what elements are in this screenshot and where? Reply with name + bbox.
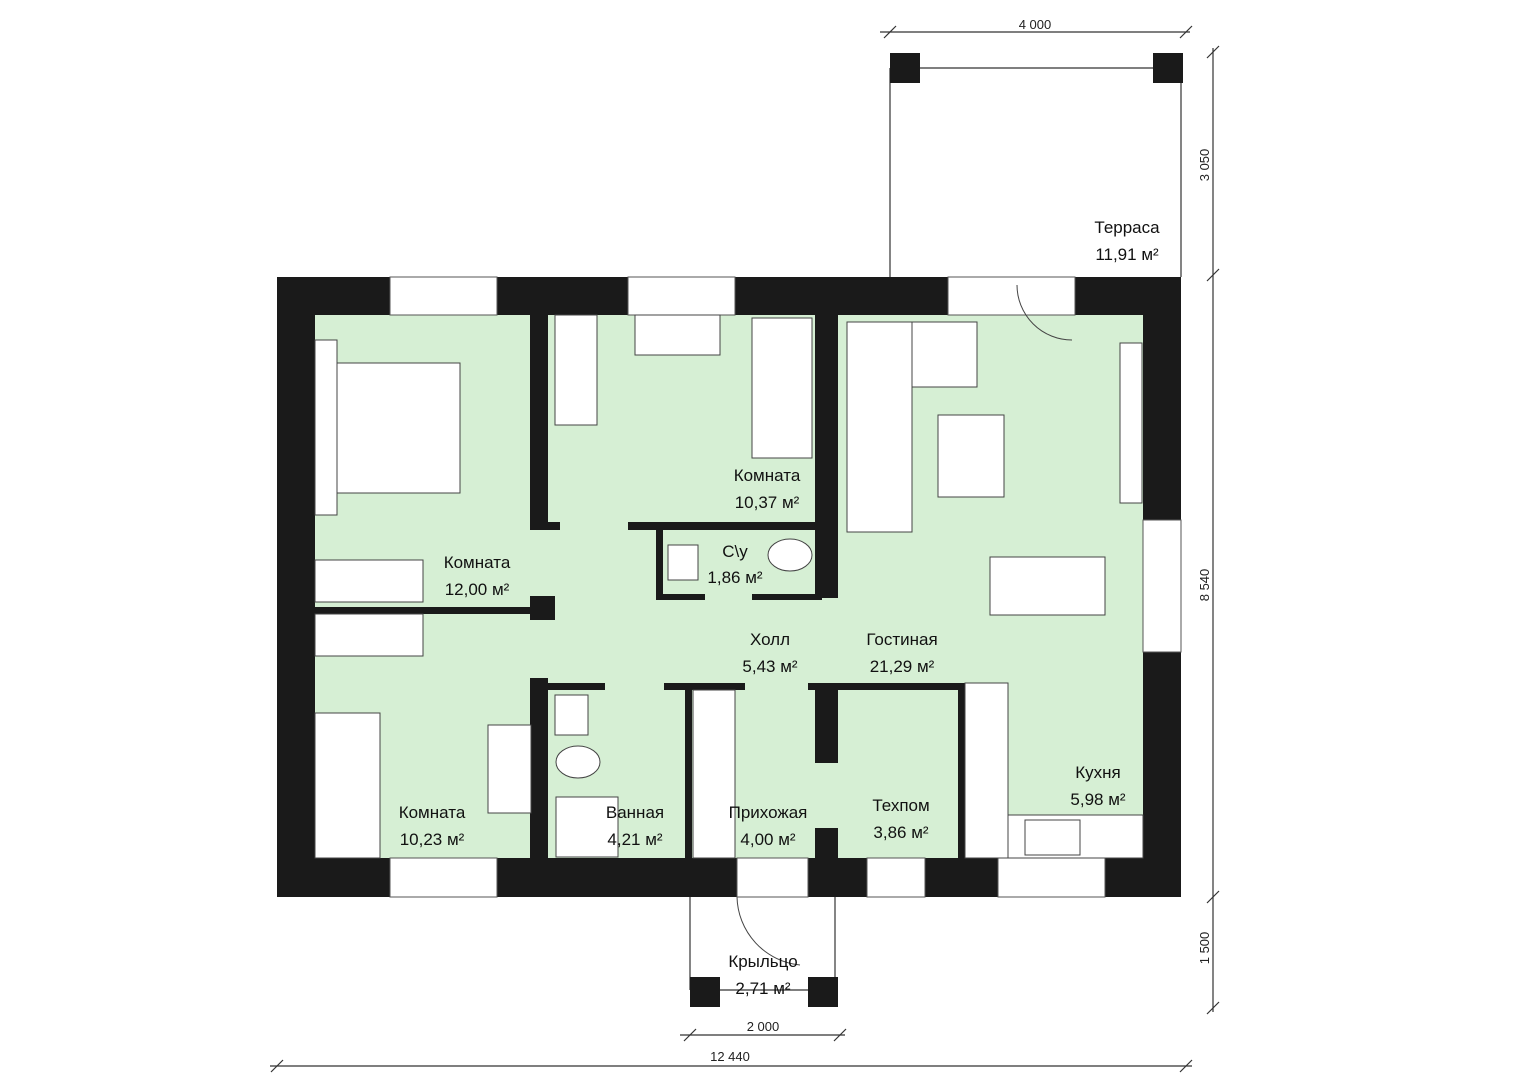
room-area: 10,23 м² [400, 830, 465, 849]
kitchen-sink [1024, 819, 1081, 856]
porch [689, 896, 838, 1007]
desk [634, 314, 721, 356]
wardrobe [314, 613, 424, 657]
room-name: Холл [750, 630, 790, 649]
kitchen-counter [964, 682, 1009, 859]
nightstands [314, 339, 338, 516]
terrace-post [890, 53, 920, 83]
dimension-lines: 4 000 3 050 8 540 1 500 2 000 12 440 [270, 17, 1220, 1073]
furniture [314, 314, 1144, 859]
room-area: 12,00 м² [445, 580, 510, 599]
tv-stand [1119, 342, 1143, 504]
single-bed [751, 317, 813, 459]
room-area: 4,21 м² [607, 830, 662, 849]
room-name: Ванная [606, 803, 664, 822]
single-bed [314, 712, 381, 859]
desk [487, 724, 532, 814]
sofa [846, 321, 913, 533]
room-name: Техпом [872, 796, 929, 815]
room-name: Комната [399, 803, 466, 822]
wardrobe [692, 689, 736, 859]
terrace-post [1153, 53, 1183, 83]
room-area: 5,98 м² [1070, 790, 1125, 809]
toilet-icon [555, 745, 601, 779]
room-name: Прихожая [729, 803, 808, 822]
dimension-house-depth: 8 540 [1197, 569, 1212, 602]
terrace [889, 53, 1183, 277]
room-area: 5,43 м² [742, 657, 797, 676]
room-area: 11,91 м² [1095, 245, 1159, 264]
dimension-terrace-depth: 3 050 [1197, 149, 1212, 182]
room-area: 4,00 м² [740, 830, 795, 849]
entrance-door [736, 857, 809, 898]
room-name: Крыльцо [728, 952, 797, 971]
room-area: 10,37 м² [735, 493, 800, 512]
room-name: С\у [722, 542, 748, 561]
room-area: 3,86 м² [873, 823, 928, 842]
sink [667, 544, 699, 581]
windows [389, 276, 1182, 898]
room-name: Комната [734, 466, 801, 485]
double-bed [336, 362, 461, 494]
room-area: 21,29 м² [870, 657, 935, 676]
room-name: Кухня [1075, 763, 1121, 782]
shower [555, 796, 619, 858]
dining-table [989, 556, 1106, 616]
dimension-terrace-width: 4 000 [1019, 17, 1052, 32]
room-name: Гостиная [866, 630, 937, 649]
dimension-porch-depth: 1 500 [1197, 932, 1212, 965]
dimension-house-width: 12 440 [710, 1049, 750, 1064]
wardrobe [314, 559, 424, 603]
room-labels: Терраса 11,91 м² Комната 10,37 м² Комнат… [399, 218, 1160, 998]
porch-post [808, 977, 838, 1007]
room-name: Комната [444, 553, 511, 572]
coffee-table [937, 414, 1005, 498]
wardrobe [554, 314, 598, 426]
room-area: 1,86 м² [707, 568, 762, 587]
sofa-corner [911, 321, 978, 388]
toilet-icon [767, 538, 813, 572]
dimension-porch-width: 2 000 [747, 1019, 780, 1034]
interior-walls [315, 315, 965, 858]
room-area: 2,71 м² [735, 979, 790, 998]
room-name: Терраса [1094, 218, 1160, 237]
sink [554, 694, 589, 736]
porch-post [690, 977, 720, 1007]
